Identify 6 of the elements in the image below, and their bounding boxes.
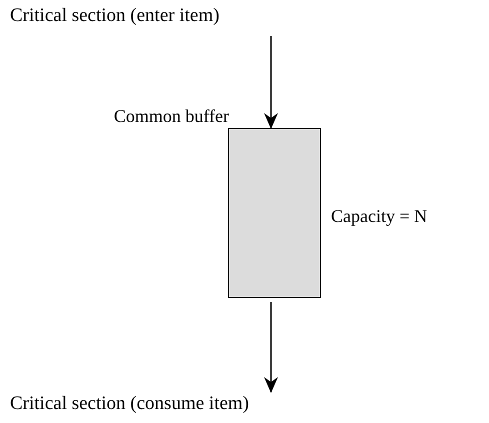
arrow xyxy=(264,36,278,129)
arrow xyxy=(264,302,278,393)
buffer-heading: Common buffer xyxy=(114,104,229,127)
section-label: Critical section (consume item) xyxy=(10,392,250,416)
capacity-label: Capacity = N xyxy=(331,205,428,228)
section-label: Critical section (enter item) xyxy=(10,4,220,28)
